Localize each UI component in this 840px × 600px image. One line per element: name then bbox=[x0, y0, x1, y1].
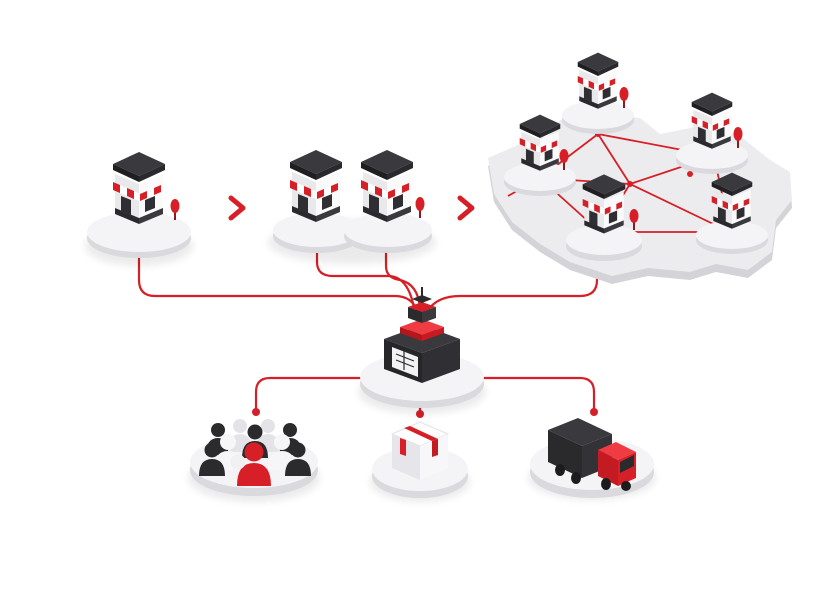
stage-two-stores bbox=[268, 150, 436, 264]
store-icon bbox=[711, 172, 753, 229]
stage-single-store bbox=[85, 152, 193, 266]
output-customers bbox=[188, 419, 320, 502]
network-store-left bbox=[504, 114, 576, 196]
people-group-icon bbox=[199, 419, 311, 486]
store-icon bbox=[691, 92, 733, 149]
output-delivery bbox=[528, 418, 656, 500]
connector-customers bbox=[254, 376, 366, 414]
stage-store-network bbox=[488, 52, 792, 284]
connector-two-stores-right bbox=[384, 250, 422, 310]
store-icon bbox=[290, 150, 342, 222]
parcel-box-icon bbox=[390, 421, 450, 480]
connector-two-stores-left bbox=[315, 250, 416, 310]
connector-delivery bbox=[478, 376, 596, 414]
chevron-right-icon bbox=[228, 195, 246, 221]
network-store-bottom-right bbox=[696, 172, 768, 254]
delivery-truck-icon bbox=[548, 418, 636, 491]
connector-network bbox=[426, 256, 599, 312]
network-store-top bbox=[562, 52, 634, 134]
network-store-right bbox=[676, 92, 748, 174]
connector-single-store bbox=[137, 256, 420, 314]
chevron-right-icon bbox=[457, 195, 475, 221]
network-store-bottom bbox=[566, 174, 642, 261]
output-inventory bbox=[370, 421, 470, 502]
store-icon bbox=[361, 150, 413, 222]
store-icon bbox=[577, 52, 619, 109]
store-icon bbox=[113, 152, 165, 224]
control-tower-icon bbox=[384, 287, 460, 383]
tree-icon bbox=[415, 197, 425, 218]
central-hub bbox=[358, 287, 486, 414]
store-icon bbox=[519, 114, 561, 171]
store-icon bbox=[582, 174, 626, 234]
